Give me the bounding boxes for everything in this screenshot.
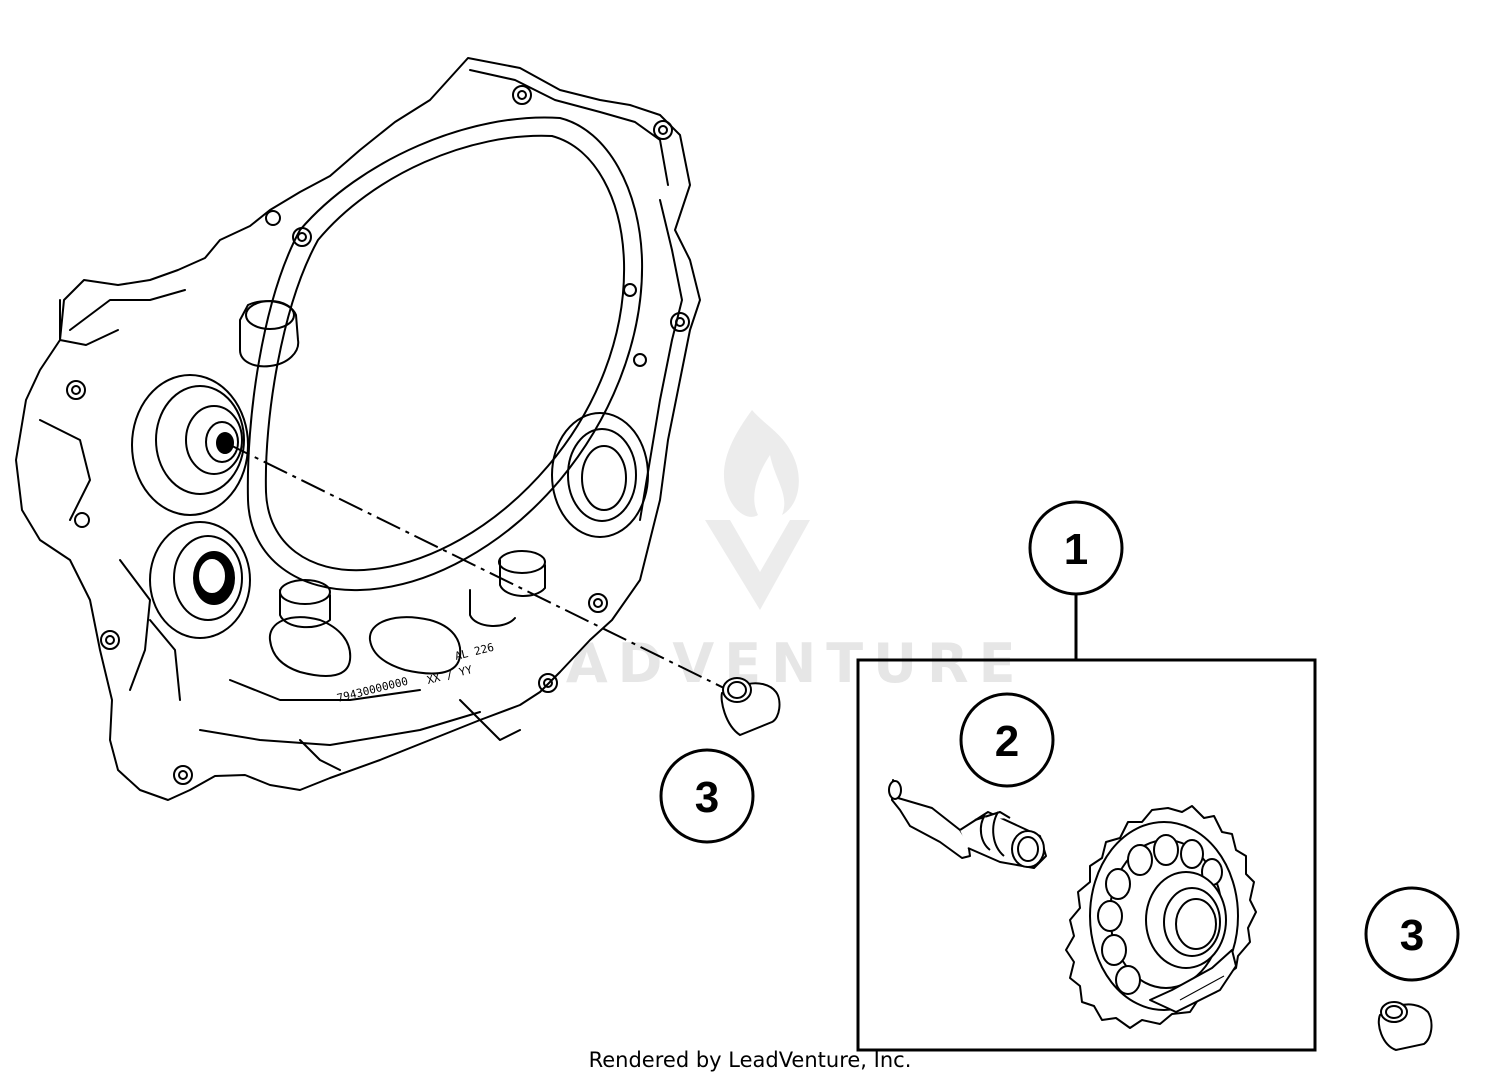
callout-3-lower: 3 — [1364, 886, 1460, 982]
balancer-gear — [1065, 805, 1257, 1029]
assembly-alignment-line — [225, 442, 729, 691]
callout-1-label: 1 — [1064, 525, 1088, 574]
callout-1: 1 — [1028, 500, 1124, 660]
cover-bearing-seat — [131, 374, 249, 516]
bushing-part-3-upper — [720, 677, 781, 737]
clutch-cover: 79430000000 XX / YY AL 226 — [15, 57, 701, 801]
watermark-v-icon — [705, 520, 810, 610]
clutch-cover-outline — [15, 57, 701, 801]
callout-2-label: 2 — [995, 717, 1019, 766]
callout-3-lower-label: 3 — [1400, 911, 1424, 960]
callout-2: 2 — [959, 692, 1055, 788]
gear-lightening-holes — [1097, 834, 1223, 995]
shaft-part-2 — [888, 779, 1047, 869]
watermark-flame-icon — [723, 410, 799, 517]
clutch-cover-inner-rim — [246, 116, 644, 592]
callout-3-upper: 3 — [659, 748, 755, 844]
kit-box-frame — [856, 658, 1317, 1052]
footer-credit: Rendered by LeadVenture, Inc. — [588, 1048, 912, 1072]
callout-3-upper-label: 3 — [695, 773, 719, 822]
bushing-part-3-lower — [1377, 1001, 1433, 1052]
bolt-holes — [66, 85, 690, 785]
